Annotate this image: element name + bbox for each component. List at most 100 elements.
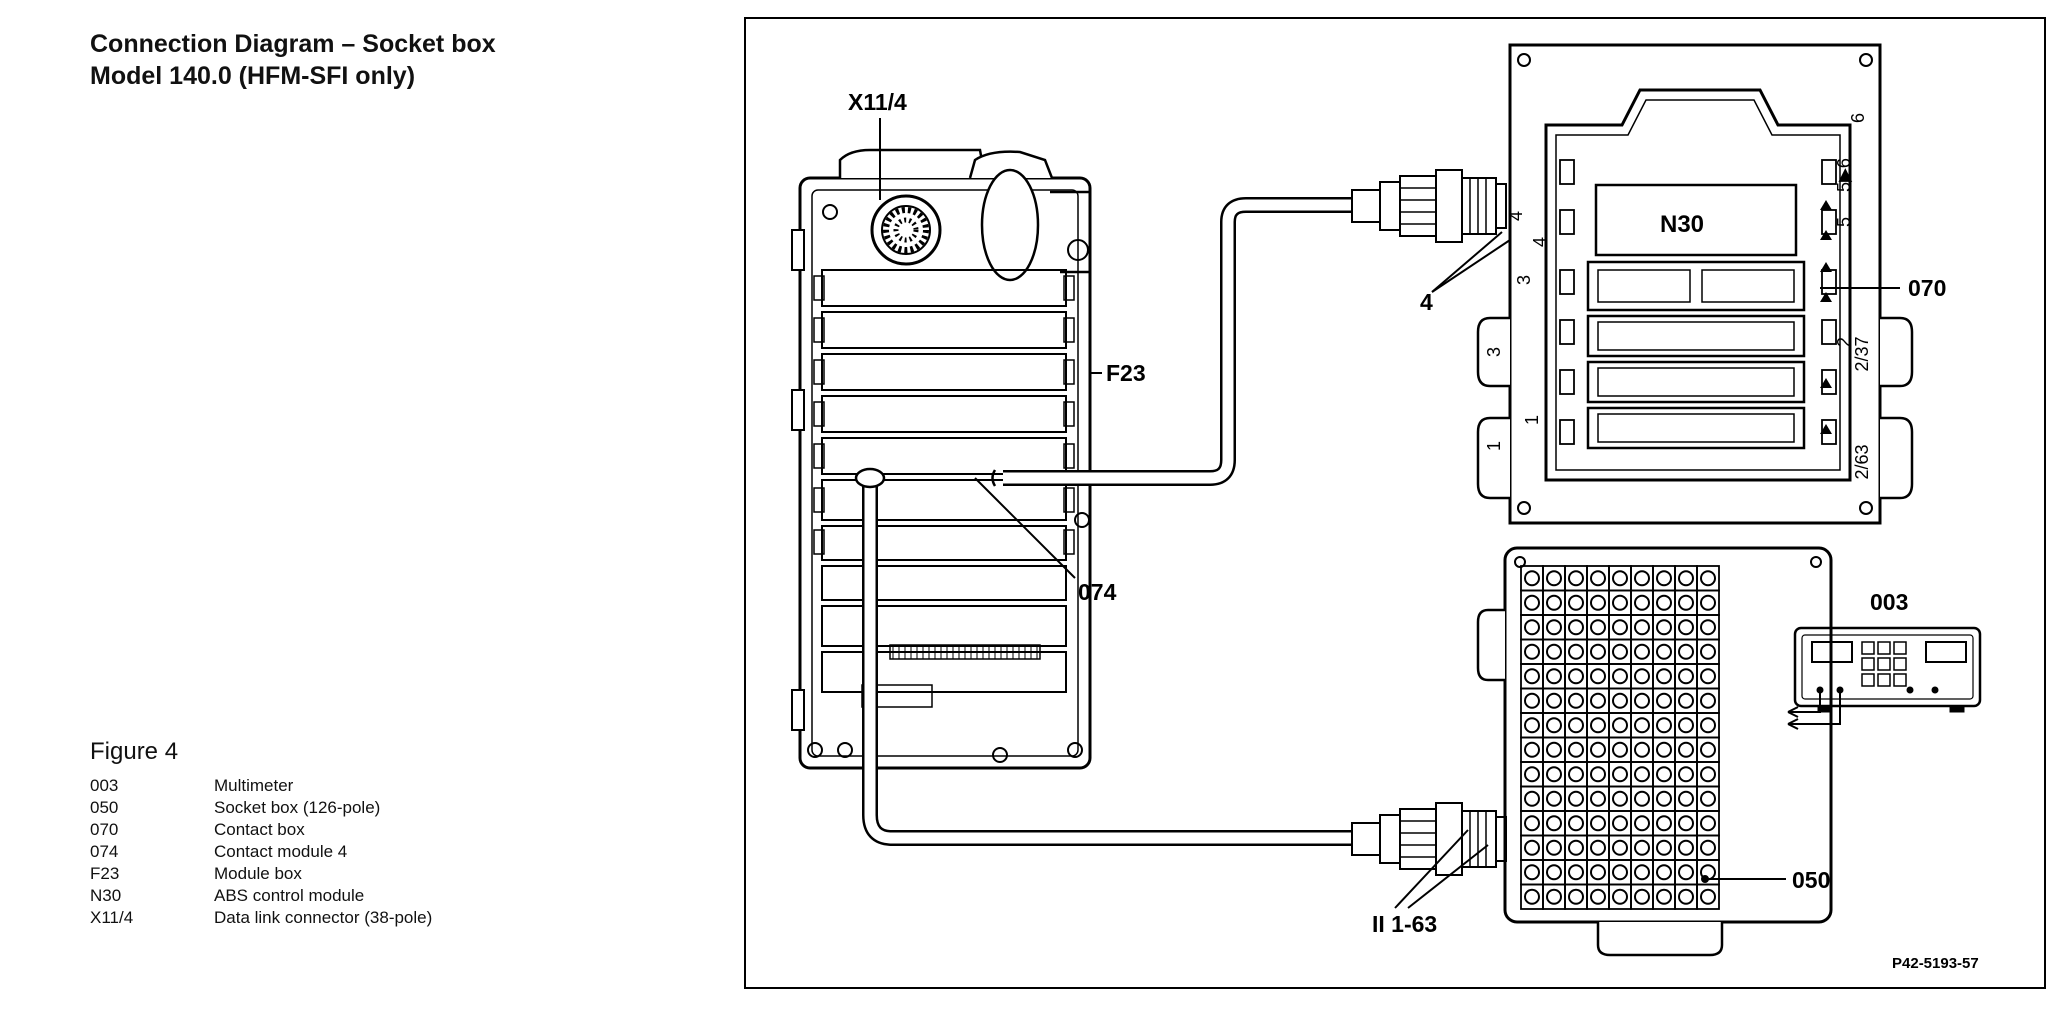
legend-code: N30 [90,886,122,905]
socket-box-050 [1476,546,1833,957]
socket-pin [1546,888,1562,905]
side-label-2-37: 2/37 [1852,336,1872,371]
socket-pin [1700,815,1716,832]
socket-pin [1546,570,1562,587]
socket-pin [1656,839,1672,856]
side-label-2: 2 [1834,337,1854,347]
legend-desc: ABS control module [214,886,365,905]
socket-pin [1590,668,1606,685]
legend-desc: Contact box [214,820,305,839]
socket-pin [1590,643,1606,660]
socket-pin [1656,619,1672,636]
socket-pin [1634,717,1650,734]
socket-pin [1568,717,1584,734]
multimeter-003 [1787,626,1982,730]
socket-pin [1546,668,1562,685]
socket-cell [1696,883,1720,910]
side-label-2-63: 2/63 [1852,444,1872,479]
diagram-frame [744,17,2046,989]
socket-pin [1590,594,1606,611]
socket-pin [1678,668,1694,685]
socket-pin [1612,741,1628,758]
socket-pin [1568,888,1584,905]
socket-pin [1590,790,1606,807]
socket-pin [1590,717,1606,734]
callout-074: 074 [1078,579,1117,605]
title-line-2: Model 140.0 (HFM-SFI only) [90,62,416,90]
legend-code: 050 [90,798,119,817]
figure-label: Figure 4 [90,738,179,765]
socket-pin [1546,619,1562,636]
socket-pin [1546,815,1562,832]
socket-pin [1656,594,1672,611]
socket-pin [1568,815,1584,832]
socket-pin [1590,619,1606,636]
socket-pin [1634,790,1650,807]
socket-pin [1634,643,1650,660]
socket-pin [1612,815,1628,832]
socket-pin [1634,619,1650,636]
socket-pin [1656,692,1672,709]
data-link-connector-x11-4 [870,194,942,266]
socket-pin [1612,619,1628,636]
callout-x11-4: X11/4 [848,89,907,115]
socket-pin [1656,766,1672,783]
socket-pin [1612,570,1628,587]
socket-pin [1590,888,1606,905]
socket-pin [1634,888,1650,905]
socket-pin [1546,790,1562,807]
side-label-4b: 4 [1530,237,1550,247]
socket-pin [1524,643,1540,660]
socket-pin [1700,839,1716,856]
socket-pin [1524,692,1540,709]
callout-plug-4: 4 [1420,289,1433,315]
socket-pin [1678,594,1694,611]
cable-to-socket-box [862,478,1355,846]
socket-pin [1524,790,1540,807]
socket-pin [1656,668,1672,685]
socket-pin [1590,741,1606,758]
socket-pin [1568,839,1584,856]
legend-code: 003 [90,776,119,795]
socket-pin [1568,864,1584,881]
socket-pin [1678,815,1694,832]
socket-pin [1678,766,1694,783]
side-label-6: 6 [1848,113,1868,123]
socket-pin [1634,692,1650,709]
socket-pin [1524,594,1540,611]
socket-pin [1656,643,1672,660]
socket-pin [1546,594,1562,611]
socket-pin [1656,888,1672,905]
socket-pin [1590,692,1606,709]
legend-desc: Data link connector (38-pole) [214,908,433,927]
callout-n30: N30 [1660,211,1704,238]
side-label-4a: 4 [1506,211,1526,221]
socket-pin [1590,815,1606,832]
socket-pin [1700,570,1716,587]
socket-pin [1612,692,1628,709]
callout-050: 050 [1792,867,1830,893]
socket-pin [1678,717,1694,734]
socket-pin [1524,766,1540,783]
socket-pin [1656,741,1672,758]
side-label-1b: 1 [1484,441,1504,451]
socket-pin [1568,594,1584,611]
socket-pin [1590,864,1606,881]
socket-pin [1568,790,1584,807]
socket-pin [1656,570,1672,587]
socket-pin [1524,741,1540,758]
socket-pin [1634,594,1650,611]
socket-pin [1612,888,1628,905]
socket-pin [1568,643,1584,660]
socket-pin [1546,643,1562,660]
socket-pin [1612,643,1628,660]
socket-pin [1678,570,1694,587]
socket-pin [1546,766,1562,783]
socket-pin [1524,864,1540,881]
callout-070: 070 [1908,275,1946,301]
socket-pin [1678,864,1694,881]
